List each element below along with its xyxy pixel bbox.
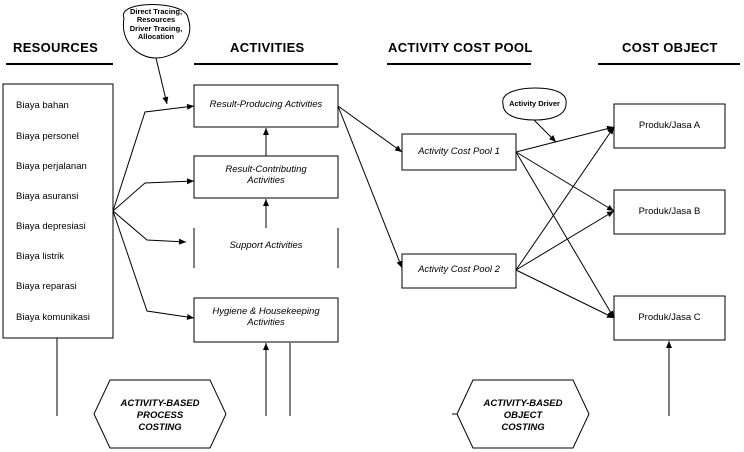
tracing-note-line: Direct Tracing, xyxy=(129,7,183,16)
pool1-to-c-arrow xyxy=(515,151,615,319)
tracing-note-arrow xyxy=(155,57,169,105)
cost-pool-header: ACTIVITY COST POOL xyxy=(388,40,533,55)
cost-object-c-box xyxy=(613,295,726,341)
resources-header: RESOURCES xyxy=(13,40,99,55)
object-costing-line: OBJECT xyxy=(503,409,543,421)
activity-driver-label: Activity Driver xyxy=(509,99,560,108)
resource-item: Biaya perjalanan xyxy=(16,161,87,172)
tracing-note-bubble xyxy=(122,4,191,59)
cost-object-a-box xyxy=(613,103,726,149)
resource-item: Biaya asuransi xyxy=(16,191,79,202)
hygiene-line: Hygiene & Housekeeping xyxy=(212,306,320,317)
pool1-to-a-arrow xyxy=(515,125,615,153)
resource-item: Biaya personel xyxy=(16,131,79,142)
process-costing-line: ACTIVITY-BASED xyxy=(120,398,200,409)
tracing-note-line: Resources xyxy=(136,15,176,25)
resource-item: Biaya komunikasi xyxy=(16,312,90,323)
resource-item: Biaya reparasi xyxy=(16,281,77,292)
pool2-to-c-arrow xyxy=(515,269,615,319)
activities-header: ACTIVITIES xyxy=(230,40,305,55)
result-producing-label: Result-Producing Activities xyxy=(209,99,323,110)
tracing-note-line: Driver Tracing, xyxy=(129,23,183,33)
object-costing-label: ACTIVITY-BASED OBJECT COSTING xyxy=(457,398,589,434)
support-label: Support Activities xyxy=(229,240,303,251)
cost-object-b-box xyxy=(613,189,726,235)
pool2-to-a-arrow xyxy=(515,126,615,271)
pool2-box xyxy=(401,253,517,289)
object-costing-line: COSTING xyxy=(501,421,545,433)
resource-item: Biaya listrik xyxy=(16,251,65,262)
result-contributing-line: Activities xyxy=(247,174,285,186)
resource-item: Biaya depresiasi xyxy=(16,221,86,232)
hygiene-label: Hygiene & Housekeeping Activities xyxy=(194,306,338,329)
cost-object-b-label: Produk/Jasa B xyxy=(638,206,701,217)
cost-object-c-label: Produk/Jasa C xyxy=(638,312,701,323)
process-costing-line: PROCESS xyxy=(136,409,184,421)
pool2-to-b-arrow xyxy=(515,210,615,271)
hygiene-line: Activities xyxy=(247,316,285,328)
pool2-label: Activity Cost Pool 2 xyxy=(418,264,500,275)
cost-object-header: COST OBJECT xyxy=(622,40,718,55)
tracing-note: Direct Tracing, Resources Driver Tracing… xyxy=(114,7,198,41)
object-costing-line: ACTIVITY-BASED xyxy=(483,398,563,409)
pool1-label: Activity Cost Pool 1 xyxy=(418,146,500,157)
result-contributing-line: Result-Contributing xyxy=(225,164,307,175)
res-to-hygiene-arrow xyxy=(112,210,195,320)
resources-box xyxy=(2,83,114,339)
hygiene-box xyxy=(193,297,339,343)
process-costing-line: COSTING xyxy=(138,421,182,433)
result-contributing-label: Result-Contributing Activities xyxy=(194,164,338,187)
pool1-to-b-arrow xyxy=(515,151,615,212)
res-to-support-arrow xyxy=(112,210,187,245)
res-to-contributing-arrow xyxy=(112,178,195,212)
activity-driver-arrow xyxy=(533,119,557,143)
cost-object-a-label: Produk/Jasa A xyxy=(638,120,701,131)
producing-to-pool2-arrow xyxy=(337,105,403,269)
activity-driver-bubble xyxy=(502,87,567,121)
process-costing-hexagon xyxy=(93,379,227,449)
tracing-note-line: Allocation xyxy=(137,31,175,41)
resource-item: Biaya bahan xyxy=(16,100,69,111)
producing-to-pool1-arrow xyxy=(337,105,403,153)
res-to-producing-arrow xyxy=(112,103,195,212)
process-costing-label: ACTIVITY-BASED PROCESS COSTING xyxy=(94,398,226,434)
